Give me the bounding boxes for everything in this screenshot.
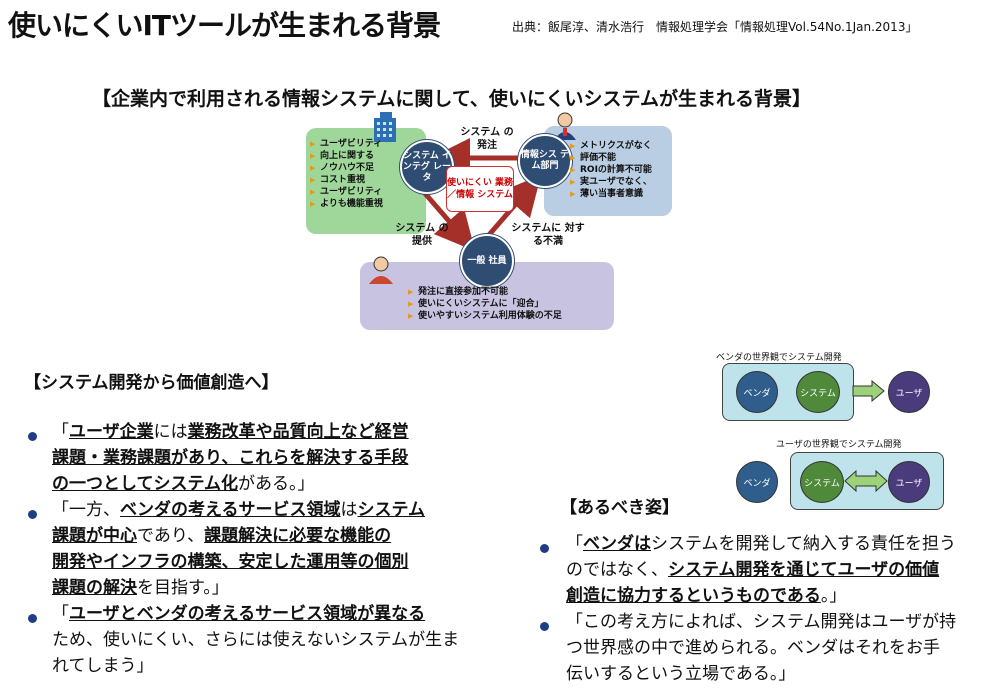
- employee-issues-list: 発注に直接参加不可能 使いにくいシステムに「迎合」 使いやすいシステム利用体験の…: [408, 286, 562, 322]
- order-arrow-label: システム の発注: [460, 127, 514, 151]
- ideal-bullet-text-1: 「ベンダはシステムを開発して納入する責任を担う のではなく、システム開発を通じて…: [566, 534, 956, 606]
- bullet-dot: [28, 510, 37, 519]
- list-item-cont: 向上に関する: [310, 150, 383, 162]
- bullet-text-3: 「ユーザとベンダの考えるサービス領域が異なる ため、使いにくい、さらには使えない…: [52, 604, 460, 676]
- vendor-view-caption: ベンダの世界観でシステム開発: [716, 353, 842, 363]
- list-item: 発注に直接参加不可能: [408, 286, 562, 298]
- bullet-dot: [540, 544, 549, 553]
- bullet-dot: [540, 622, 549, 631]
- bullet-dot: [28, 432, 37, 441]
- list-item: コスト重視: [310, 174, 383, 186]
- system-node: システム: [796, 371, 840, 413]
- si-issues-list: ユーザビリティ 向上に関する ノウハウ不足 コスト重視 ユーザビリティ よりも機…: [310, 138, 383, 210]
- source-citation: 出典：飯尾淳、清水浩行 情報処理学会「情報処理Vol.54No.1Jan.201…: [512, 20, 918, 34]
- list-item-cont: ノウハウ不足: [310, 162, 383, 174]
- dissatisfaction-arrow-label: システムに 対する不満: [511, 223, 585, 247]
- list-item: 使いにくいシステムに「迎合」: [408, 298, 562, 310]
- section-heading-value-creation: 【システム開発から価値創造へ】: [24, 373, 279, 393]
- vendor-node: ベンダ: [736, 371, 778, 413]
- list-item: ユーザビリティ: [310, 138, 383, 150]
- user-view-caption: ユーザの世界観でシステム開発: [776, 440, 902, 450]
- list-item: 使いやすいシステム利用体験の不足: [408, 310, 562, 322]
- list-item: ROIの計算不可能: [570, 164, 652, 176]
- double-arrow-icon: [844, 470, 888, 492]
- list-item: ユーザビリティ: [310, 186, 383, 198]
- section-heading-ideal: 【あるべき姿】: [560, 498, 679, 518]
- ideal-bullet-text-2: 「この考え方によれば、システム開発はユーザが持 つ世界感の中で進められる。ベンダ…: [566, 612, 957, 684]
- list-item-cont: 評価不能: [570, 152, 652, 164]
- system-node: システム: [800, 461, 844, 503]
- employee-person-icon: [369, 256, 393, 284]
- page-title: 使いにくいITツールが生まれる背景: [8, 9, 441, 42]
- provide-arrow-label: システム の提供: [395, 223, 449, 247]
- employee-circle: 一般 社員: [460, 234, 514, 288]
- flow-arrows: [420, 138, 542, 252]
- list-item-cont: 薄い当事者意識: [570, 188, 652, 200]
- bullet-dot: [28, 614, 37, 623]
- user-node: ユーザ: [888, 461, 930, 503]
- it-dept-issues-list: メトリクスがなく 評価不能 ROIの計算不可能 実ユーザでなく、 薄い当事者意識: [570, 140, 652, 200]
- bullet-text-1: 「ユーザ企業には業務改革や品質向上など経営 課題・業務課題があり、これらを解決す…: [52, 422, 409, 494]
- list-item: 実ユーザでなく、: [570, 176, 652, 188]
- user-node: ユーザ: [888, 371, 930, 413]
- building-icon: [374, 112, 396, 142]
- vendor-node: ベンダ: [736, 461, 778, 503]
- bullet-text-2: 「一方、ベンダの考えるサービス領域はシステム 課題が中心であり、課題解決に必要な…: [52, 500, 425, 598]
- unusable-system-label: 使いにくい 業務／情報 システム: [446, 166, 514, 212]
- list-item: メトリクスがなく: [570, 140, 652, 152]
- it-department-circle: 情報シス テム部門: [518, 134, 572, 188]
- diagram-heading: 【企業内で利用される情報システムに関して、使いにくいシステムが生まれる背景】: [92, 88, 811, 110]
- list-item-cont: よりも機能重視: [310, 198, 383, 210]
- right-arrow-icon: [852, 380, 885, 402]
